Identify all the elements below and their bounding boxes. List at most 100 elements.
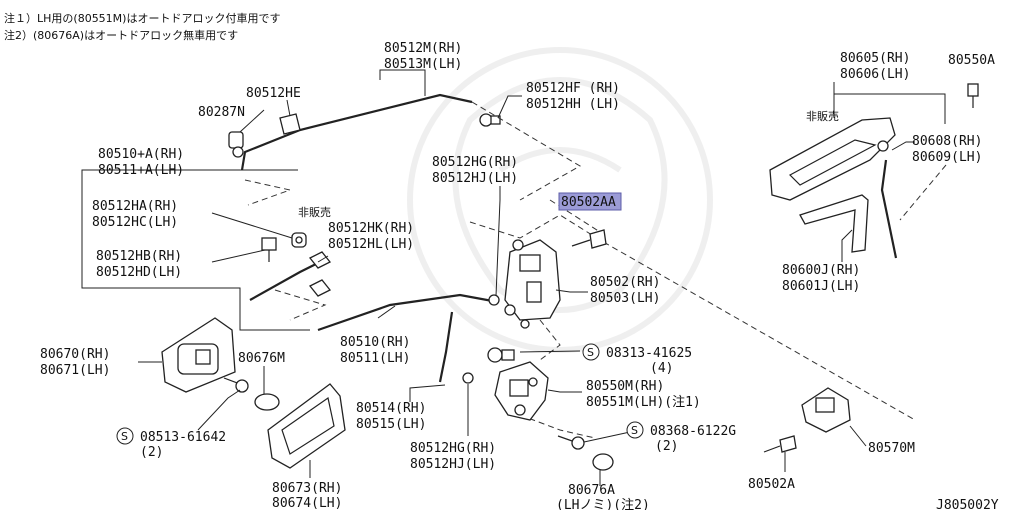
- s-mark-08513: S: [121, 430, 128, 443]
- label-08513-qty: (2): [140, 445, 163, 460]
- label-08368: 08368-6122G: [650, 424, 736, 439]
- label-80513m: 80513M(LH): [384, 57, 462, 72]
- inside-handle-80670: [161, 317, 236, 393]
- leader-80550m: [547, 389, 582, 393]
- label-80608: 80608(RH): [912, 134, 982, 149]
- label-80674: 80674(LH): [272, 496, 342, 510]
- label-80502aa[interactable]: 80502AA: [561, 195, 616, 210]
- label-80512hl: 80512HL(LH): [328, 237, 414, 252]
- label-80512hj-top: 80512HJ(LH): [432, 171, 518, 186]
- dash-80368: [519, 414, 596, 439]
- label-08368-qty: (2): [655, 439, 678, 454]
- s-mark-08368: S: [631, 424, 638, 437]
- screw-80550a: [967, 83, 979, 108]
- clip-80512he: [279, 113, 301, 135]
- label-80600j: 80600J(RH): [782, 263, 860, 278]
- label-80510a: 80510+A(RH): [98, 147, 184, 162]
- label-08313-qty: (4): [650, 361, 673, 376]
- leader-80512hb: [211, 249, 266, 263]
- clip-80287n: [228, 131, 244, 158]
- label-80676a: 80676A: [568, 483, 615, 498]
- label-80510: 80510(RH): [340, 335, 410, 350]
- screw-80502a: [763, 435, 797, 453]
- leader-80502: [555, 289, 588, 293]
- leader-80512hk: [317, 255, 329, 263]
- labels: 80512M(RH) 80513M(LH) 80512HE 80287N 805…: [40, 41, 999, 510]
- label-hihanbai-right: 非販売: [806, 110, 839, 123]
- label-80673: 80673(RH): [272, 481, 342, 496]
- bolt-80512hb: [261, 237, 277, 262]
- label-80551m: 80551M(LH)(注1): [586, 395, 701, 410]
- leader-80514: [409, 384, 446, 402]
- label-80605: 80605(RH): [840, 51, 910, 66]
- label-80550a: 80550A: [948, 53, 995, 68]
- label-80512hj-bot: 80512HJ(LH): [410, 457, 496, 472]
- label-80514: 80514(RH): [356, 401, 426, 416]
- label-80511a: 80511+A(LH): [98, 163, 184, 178]
- label-80512hh: 80512HH (LH): [526, 97, 620, 112]
- clip-80512hg-top: [488, 294, 500, 306]
- label-80502a: 80502A: [748, 477, 795, 492]
- cover-80676m: [254, 393, 280, 411]
- label-80512hf: 80512HF (RH): [526, 81, 620, 96]
- label-80512hd: 80512HD(LH): [96, 265, 182, 280]
- leader-80512m: [379, 69, 426, 96]
- label-80512hk: 80512HK(RH): [328, 221, 414, 236]
- leader-08368: [583, 431, 631, 443]
- leader-80512hf: [497, 95, 522, 119]
- dash-80512hk: [274, 289, 327, 321]
- label-80515: 80515(LH): [356, 417, 426, 432]
- s-circle-08368: [626, 421, 644, 439]
- dash-80608: [899, 164, 947, 221]
- leader-80605: [833, 82, 946, 124]
- dash-80287n: [244, 179, 292, 206]
- screw-08368: [557, 435, 585, 450]
- clip-80512hk: [308, 251, 332, 297]
- label-80511: 80511(LH): [340, 351, 410, 366]
- leader-80512ha: [211, 212, 293, 239]
- label-80512hc: 80512HC(LH): [92, 215, 178, 230]
- leader-80608: [891, 141, 915, 151]
- outside-handle-80605: [769, 117, 896, 201]
- label-80512hg-bot: 80512HG(RH): [410, 441, 496, 456]
- leader-80512he: [286, 99, 291, 117]
- leader-80287n: [239, 109, 265, 133]
- label-80609: 80609(LH): [912, 150, 982, 165]
- grommet-80512ha: [291, 232, 307, 248]
- note-2: 注2）(80676A)はオートドアロック無車用です: [4, 28, 238, 42]
- diagram-id: J805002Y: [936, 498, 999, 510]
- screw-80502aa: [571, 229, 607, 249]
- dash-actuator: [539, 319, 561, 361]
- label-80512he: 80512HE: [246, 86, 301, 101]
- label-08313: 08313-41625: [606, 346, 692, 361]
- rod-80514: [438, 311, 454, 383]
- label-80512m: 80512M(RH): [384, 41, 462, 56]
- highlight-80502aa: [558, 192, 622, 211]
- label-80676m: 80676M: [238, 351, 285, 366]
- label-08513: 08513-61642: [140, 430, 226, 445]
- label-80550m: 80550M(RH): [586, 379, 664, 394]
- bracket-80600j: [799, 194, 869, 253]
- clip-80512hf: [479, 113, 501, 127]
- label-80601j: 80601J(LH): [782, 279, 860, 294]
- note-1: 注１）LH用の(80551M)はオートドアロック付車用です: [4, 11, 280, 25]
- label-80671: 80671(LH): [40, 363, 110, 378]
- actuator-80550m: [494, 361, 549, 421]
- s-circle-08313: [582, 343, 600, 361]
- leader-80600j: [841, 229, 853, 262]
- label-80512hb: 80512HB(RH): [96, 249, 182, 264]
- dash-hf-to-latch: [471, 101, 581, 201]
- bolt-08313: [487, 347, 515, 363]
- rod-80512hk: [249, 261, 321, 301]
- label-80502: 80502(RH): [590, 275, 660, 290]
- rod-80608: [880, 159, 898, 259]
- leader-08313: [519, 350, 581, 353]
- label-80670: 80670(RH): [40, 347, 110, 362]
- leader-80510: [377, 305, 396, 319]
- dash-latch-to-striker: [469, 214, 916, 421]
- label-80676a-note: (LHノミ)(注2): [556, 498, 650, 510]
- label-hihanbai-left: 非販売: [298, 206, 331, 219]
- leader-08513: [197, 389, 241, 431]
